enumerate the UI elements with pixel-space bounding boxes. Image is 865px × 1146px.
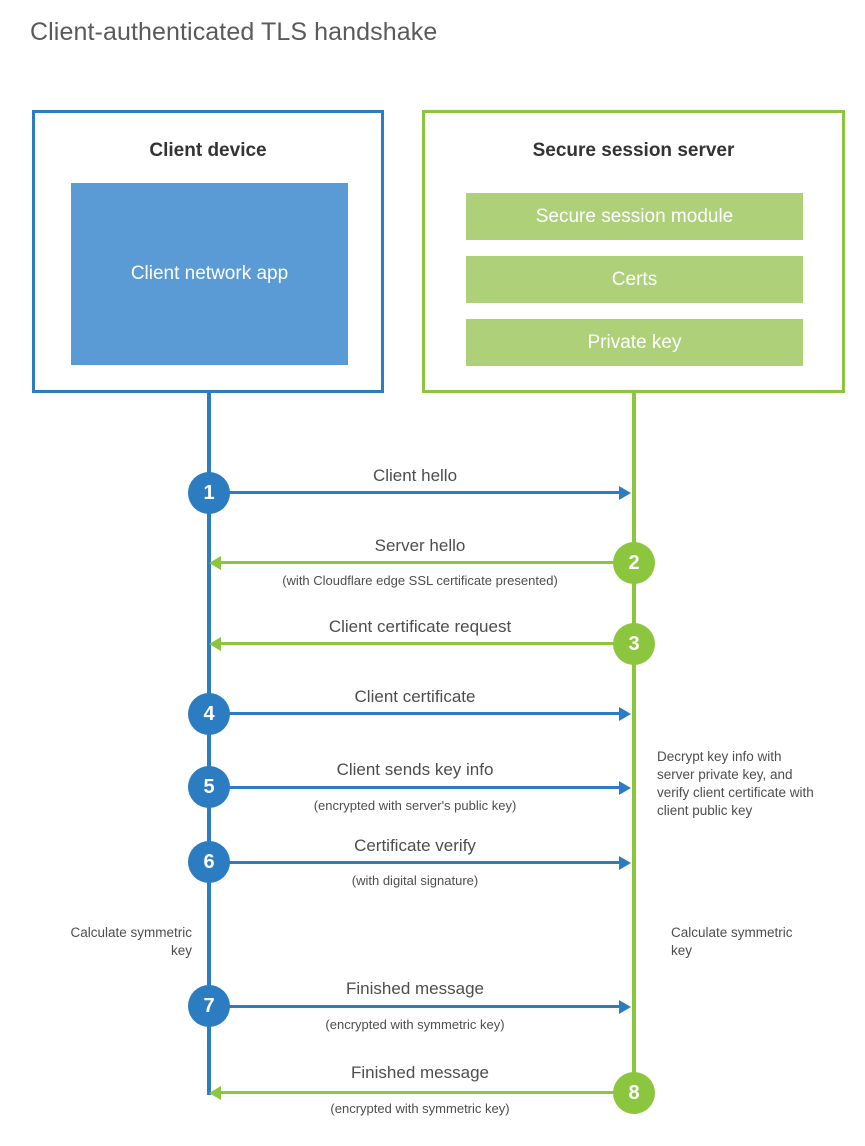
message-sublabel-2: (with Cloudflare edge SSL certificate pr… [282, 573, 558, 588]
step-circle-5: 5 [188, 766, 230, 808]
message-label-2: Server hello [374, 536, 466, 555]
message-label-1: Client hello [372, 466, 458, 485]
message-arrow-8 [209, 1085, 631, 1100]
step-circle-8: 8 [613, 1072, 655, 1114]
client-device-title: Client device [149, 140, 267, 161]
message-sublabel-6: (with digital signature) [351, 873, 479, 888]
message-sublabel-8: (encrypted with symmetric key) [330, 1101, 510, 1116]
secure-session-server-box: Secure session server Secure session mod… [422, 110, 845, 393]
server-module-secure-session-module: Secure session module [466, 193, 803, 240]
secure-session-server-title: Secure session server [532, 140, 735, 161]
arrowhead-left-icon [209, 636, 221, 651]
message-label-8: Finished message [351, 1063, 489, 1082]
note-server-calculate-symmetric-key: Calculate symmetric key [671, 925, 793, 958]
message-arrow-3 [209, 636, 631, 651]
message-arrow-7 [209, 999, 631, 1014]
client-device-box: Client device Client network app [32, 110, 384, 393]
step-circle-3: 3 [613, 623, 655, 665]
arrowhead-right-icon [619, 706, 631, 721]
client-network-app-block: Client network app [71, 183, 348, 365]
step-circle-7: 7 [188, 985, 230, 1027]
arrowhead-right-icon [619, 855, 631, 870]
arrowhead-left-icon [209, 1085, 221, 1100]
step-circle-6: 6 [188, 841, 230, 883]
arrowhead-left-icon [209, 555, 221, 570]
note-client-calculate-symmetric-key: Calculate symmetric key [70, 925, 192, 958]
message-label-3: Client certificate request [328, 617, 512, 636]
arrowhead-right-icon [619, 485, 631, 500]
message-arrow-1 [209, 485, 631, 500]
server-lifeline [632, 393, 636, 1093]
server-module-private-key: Private key [466, 319, 803, 366]
message-label-7: Finished message [346, 979, 484, 998]
step-circle-4: 4 [188, 693, 230, 735]
message-sublabel-7: (encrypted with symmetric key) [325, 1017, 505, 1032]
arrowhead-right-icon [619, 999, 631, 1014]
page-title: Client-authenticated TLS handshake [30, 18, 438, 46]
arrowhead-right-icon [619, 780, 631, 795]
step-circle-2: 2 [613, 542, 655, 584]
message-label-5: Client sends key info [336, 760, 494, 779]
message-sublabel-5: (encrypted with server's public key) [313, 798, 517, 813]
server-module-certs: Certs [466, 256, 803, 303]
message-arrow-4 [209, 706, 631, 721]
message-label-6: Certificate verify [354, 836, 476, 855]
step-circle-1: 1 [188, 472, 230, 514]
message-arrow-6 [209, 855, 631, 870]
message-arrow-2 [209, 555, 631, 570]
message-arrow-5 [209, 780, 631, 795]
note-server-decrypt: Decrypt key info with server private key… [657, 749, 814, 818]
client-lifeline [207, 393, 211, 1095]
message-label-4: Client certificate [354, 687, 476, 706]
